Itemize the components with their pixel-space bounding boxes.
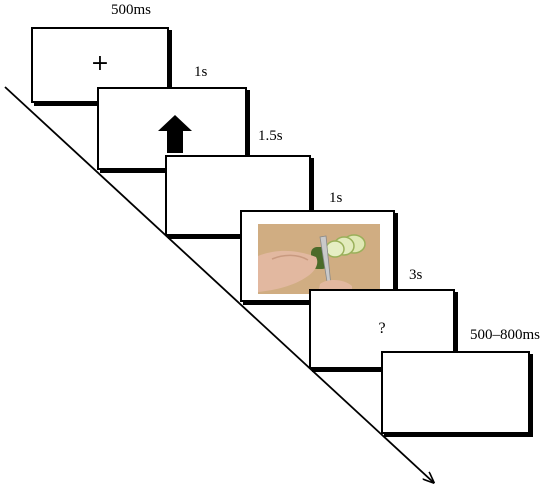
duration-question: 3s	[409, 267, 423, 283]
arrow-up-icon	[158, 115, 192, 153]
cutting-cucumber-image	[258, 224, 380, 294]
duration-cue: 1s	[194, 64, 208, 80]
stimulus-photo	[258, 224, 380, 294]
duration-fixation: 500ms	[111, 2, 152, 18]
time-arrow-line	[4, 86, 433, 482]
duration-stimulus: 1s	[329, 190, 343, 206]
frame-iti	[381, 351, 530, 434]
fixation-cross: +	[90, 50, 110, 76]
frame-stimulus	[240, 210, 395, 302]
duration-iti: 500–800ms	[470, 327, 541, 343]
duration-blank: 1.5s	[258, 128, 283, 144]
question-mark: ?	[378, 320, 386, 337]
